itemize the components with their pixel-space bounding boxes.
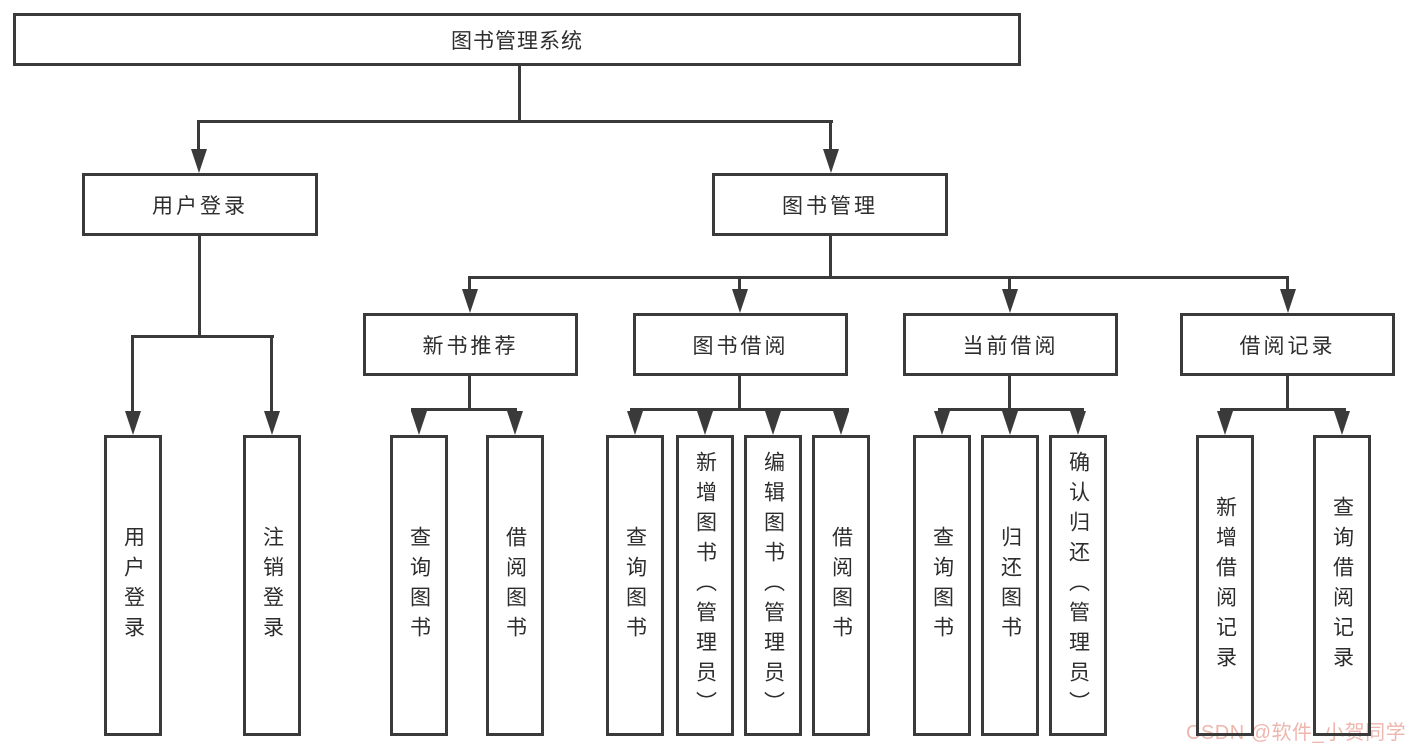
- connector-borrowrecords-vline: [1286, 376, 1289, 410]
- arrow-down-icon: [1280, 289, 1296, 313]
- node-label: 图书借阅: [692, 334, 789, 358]
- node-label: 当前借阅: [962, 334, 1059, 358]
- connector-bookborrow-hline: [630, 408, 849, 411]
- node-label: 借阅记录: [1239, 334, 1336, 358]
- node-new-book-recommend: 新书推荐: [363, 313, 578, 376]
- arrow-down-icon: [934, 411, 950, 435]
- connector-arrow-vline: [468, 276, 471, 292]
- connector-userlogin-vline: [198, 236, 201, 338]
- arrow-down-icon: [125, 411, 141, 435]
- connector-arrow-book-mgmt-vline: [829, 120, 832, 150]
- arrow-down-icon: [507, 411, 523, 435]
- node-label: 编辑图书（管理员）: [761, 450, 785, 721]
- leaf-confirm-return-admin: 确认归还（管理员）: [1049, 435, 1107, 736]
- connector-root-vline: [518, 66, 521, 122]
- arrow-down-icon: [732, 289, 748, 313]
- node-label: 查询图书: [623, 525, 647, 646]
- node-label: 注销登录: [260, 525, 284, 646]
- connector-bookmgmt-vline: [829, 236, 832, 279]
- arrow-down-icon: [697, 411, 713, 435]
- node-label: 图书管理系统: [451, 29, 583, 53]
- node-label: 新增借阅记录: [1213, 495, 1237, 676]
- arrow-down-icon: [462, 289, 478, 313]
- leaf-add-borrow-record: 新增借阅记录: [1196, 435, 1254, 736]
- node-label: 查询图书: [407, 525, 431, 646]
- arrow-down-icon: [1334, 411, 1350, 435]
- leaf-user-login: 用户登录: [104, 435, 162, 736]
- leaf-add-book-admin: 新增图书（管理员）: [676, 435, 734, 736]
- leaf-edit-book-admin: 编辑图书（管理员）: [744, 435, 802, 736]
- leaf-borrow-books-recommend: 借阅图书: [486, 435, 544, 736]
- connector-newbook-vline: [468, 376, 471, 410]
- arrow-down-icon: [1070, 411, 1086, 435]
- node-root: 图书管理系统: [13, 13, 1021, 66]
- node-label: 查询图书: [930, 525, 954, 646]
- leaf-query-books-recommend: 查询图书: [390, 435, 448, 736]
- node-label: 借阅图书: [503, 525, 527, 646]
- leaf-borrow-books: 借阅图书: [812, 435, 870, 736]
- node-book-management: 图书管理: [712, 173, 948, 236]
- node-label: 确认归还（管理员）: [1066, 450, 1090, 721]
- node-label: 归还图书: [998, 525, 1022, 646]
- arrow-down-icon: [833, 411, 849, 435]
- connector-arrow-vline: [131, 335, 134, 413]
- arrow-down-icon: [1002, 289, 1018, 313]
- node-label: 图书管理: [782, 194, 878, 218]
- node-user-login: 用户登录: [82, 173, 318, 236]
- node-label: 新书推荐: [422, 334, 519, 358]
- connector-arrow-user-login-vline: [197, 120, 200, 150]
- arrow-down-icon: [191, 149, 207, 173]
- leaf-logout: 注销登录: [243, 435, 301, 736]
- node-label: 查询借阅记录: [1330, 495, 1354, 676]
- watermark-text: CSDN @软件_小贺同学: [1186, 722, 1405, 744]
- connector-currentborrow-hline: [938, 408, 1084, 411]
- connector-arrow-vline: [1286, 276, 1289, 292]
- leaf-query-borrow-record: 查询借阅记录: [1313, 435, 1371, 736]
- arrow-down-icon: [1002, 411, 1018, 435]
- connector-bookborrow-vline: [738, 376, 741, 410]
- leaf-query-books-borrow: 查询图书: [606, 435, 664, 736]
- connector-arrow-vline: [1008, 276, 1011, 292]
- arrow-down-icon: [765, 411, 781, 435]
- connector-root-hline: [197, 120, 833, 123]
- connector-currentborrow-vline: [1008, 376, 1011, 410]
- arrow-down-icon: [411, 411, 427, 435]
- node-borrow-records: 借阅记录: [1180, 313, 1395, 376]
- connector-newbook-hline: [411, 408, 517, 411]
- connector-arrow-vline: [270, 335, 273, 413]
- node-label: 借阅图书: [829, 525, 853, 646]
- connector-arrow-vline: [738, 276, 741, 292]
- connector-borrowrecords-hline: [1220, 408, 1346, 411]
- node-label: 用户登录: [121, 525, 145, 646]
- leaf-return-books: 归还图书: [981, 435, 1039, 736]
- connector-userlogin-hline: [131, 335, 274, 338]
- node-current-borrow: 当前借阅: [903, 313, 1118, 376]
- arrow-down-icon: [264, 411, 280, 435]
- leaf-query-books-current: 查询图书: [913, 435, 971, 736]
- connector-bookmgmt-hline: [468, 276, 1289, 279]
- node-label: 用户登录: [152, 194, 248, 218]
- arrow-down-icon: [1217, 411, 1233, 435]
- arrow-down-icon: [823, 149, 839, 173]
- node-book-borrow: 图书借阅: [633, 313, 848, 376]
- arrow-down-icon: [627, 411, 643, 435]
- node-label: 新增图书（管理员）: [693, 450, 717, 721]
